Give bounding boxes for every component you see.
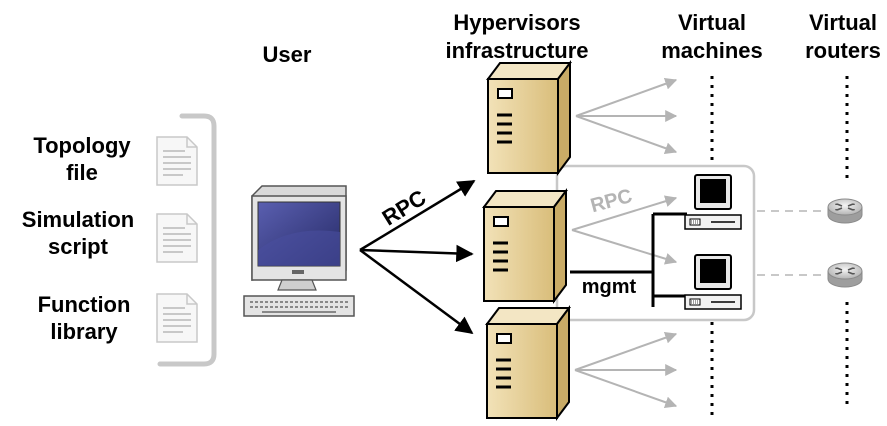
desktop-computer-icon <box>243 185 355 317</box>
router-links <box>757 210 826 276</box>
rpc-arrows <box>359 179 476 335</box>
router-icon <box>827 198 863 224</box>
file-list: Topology file Simulation script Function… <box>22 113 217 367</box>
server-tower-icon <box>485 306 571 420</box>
files-bracket <box>157 113 217 367</box>
header-vms-line2: machines <box>661 38 763 63</box>
header-user: User <box>263 42 312 67</box>
document-icon <box>156 136 198 186</box>
header-routers-line1: Virtual <box>809 10 877 35</box>
document-icon <box>156 293 198 343</box>
mgmt-label: mgmt <box>582 276 637 298</box>
file-function-line1: Function <box>38 292 131 317</box>
file-function-line2: library <box>50 319 118 344</box>
header-hypervisors-line1: Hypervisors <box>453 10 580 35</box>
document-icon <box>156 213 198 263</box>
file-topology-line1: Topology <box>33 133 131 158</box>
header-hypervisors-line2: infrastructure <box>445 38 588 63</box>
server-tower-icon <box>486 61 572 175</box>
server-tower-icon <box>482 189 568 303</box>
vm-arrows <box>571 78 678 409</box>
computer-icon <box>684 254 742 310</box>
computer-icon <box>684 174 742 230</box>
file-simulation-line1: Simulation <box>22 207 134 232</box>
file-simulation-line2: script <box>48 234 109 259</box>
mgmt-network <box>570 212 687 307</box>
header-vms-line1: Virtual <box>678 10 746 35</box>
header-routers-line2: routers <box>805 38 881 63</box>
router-icon <box>827 262 863 288</box>
file-topology-line2: file <box>66 160 98 185</box>
